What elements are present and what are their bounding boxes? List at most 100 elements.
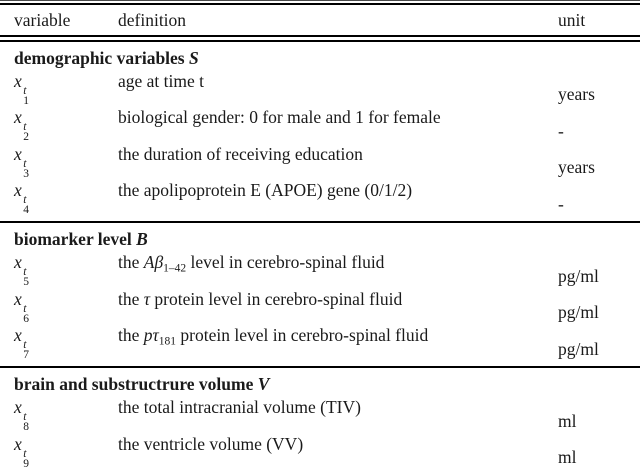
unit-cell: pg/ml — [558, 338, 640, 361]
variable-symbol: x — [14, 70, 22, 91]
definition-line: age at time t — [118, 70, 558, 93]
text-segment: the apolipoprotein E (APOE) gene (0/1/2) — [118, 180, 413, 201]
text-segment: the total intracranial volume (TIV) — [118, 397, 361, 418]
unit-cell: pg/ml — [558, 301, 640, 324]
header-divider-rule — [0, 34, 640, 42]
definition-line: the duration of receiving education — [118, 143, 558, 166]
text-segment: demographic variables — [14, 47, 189, 68]
text-segment: the — [118, 252, 144, 273]
variable-superscript: t — [23, 339, 27, 352]
variable-subscript: 2 — [23, 131, 30, 144]
section-title: demographic variables S — [0, 47, 640, 70]
text-segment: brain and substructrure volume — [14, 374, 258, 395]
text-segment: age at time t — [118, 70, 205, 91]
unit-cell: ml — [558, 446, 640, 467]
section-divider-rule — [0, 366, 640, 369]
unit-cell: ml — [558, 410, 640, 433]
text-segment: the — [118, 325, 144, 346]
text-segment: pτ — [143, 325, 159, 346]
text-segment: level in cerebro-spinal fluid — [186, 252, 385, 273]
text-segment: protein level in cerebro-spinal fluid — [150, 288, 403, 309]
definition-cell: the τ protein level in cerebro-spinal fl… — [118, 288, 558, 325]
text-segment: V — [257, 374, 270, 395]
definition-cell: the pτ181 protein level in cerebro-spina… — [118, 324, 558, 361]
text-segment: ml — [558, 447, 577, 467]
section-title: brain and substructrure volume V — [0, 373, 640, 396]
text-segment: biological gender: 0 for male and 1 for … — [118, 107, 441, 128]
text-segment: S — [189, 47, 199, 68]
variable-subscript: 8 — [23, 421, 30, 434]
variable-symbol: x — [14, 107, 22, 128]
variable-symbol: x — [14, 325, 22, 346]
variable-subscript: 5 — [23, 276, 30, 289]
variable-subscript: 9 — [23, 457, 30, 467]
column-header-unit: unit — [558, 9, 586, 30]
variable-symbol: x — [14, 252, 22, 273]
variable-subscript: 4 — [23, 204, 30, 217]
definition-line: the Aβ1–42 level in cerebro-spinal fluid — [118, 251, 558, 281]
text-segment: Aβ — [143, 252, 164, 273]
variable-superscript: t — [23, 447, 27, 460]
definition-cell: the ventricle volume (VV) — [118, 433, 558, 467]
text-segment: the duration of receiving education — [118, 143, 363, 164]
text-segment: - — [558, 193, 564, 214]
column-header-variable: variable — [14, 9, 71, 30]
definition-cell: the duration of receiving education — [118, 143, 558, 180]
definition-line: the pτ181 protein level in cerebro-spina… — [118, 324, 558, 354]
text-segment: protein level in cerebro-spinal fluid — [176, 325, 429, 346]
variable-superscript: t — [23, 411, 27, 424]
variable-superscript: t — [23, 121, 27, 134]
definition-line: biological gender: 0 for male and 1 for … — [118, 106, 558, 129]
definition-line: the τ protein level in cerebro-spinal fl… — [118, 288, 558, 311]
unit-cell: - — [558, 120, 640, 143]
text-segment: pg/ml — [558, 265, 599, 286]
text-segment: years — [558, 84, 595, 105]
variable-subscript: 3 — [23, 167, 30, 180]
definition-cell: biological gender: 0 for male and 1 for … — [118, 106, 558, 143]
variable-symbol: x — [14, 288, 22, 309]
text-segment: 181 — [158, 335, 177, 348]
variable-superscript: t — [23, 266, 27, 279]
definition-line: the apolipoprotein E (APOE) gene (0/1/2) — [118, 179, 558, 202]
definition-line: the ventricle volume (VV) — [118, 433, 558, 456]
section-title: biomarker level B — [0, 228, 640, 251]
text-segment: ml — [558, 410, 577, 431]
definition-cell: age at time t — [118, 70, 558, 107]
variable-superscript: t — [23, 302, 27, 315]
variable-superscript: t — [23, 84, 27, 97]
text-segment: the ventricle volume (VV) — [118, 433, 304, 454]
text-segment: τ — [143, 288, 151, 309]
variable-symbol: x — [14, 180, 22, 201]
table-top-rule — [0, 0, 640, 5]
variable-superscript: t — [23, 194, 27, 207]
text-segment: pg/ml — [558, 302, 599, 323]
text-segment: biomarker level — [14, 229, 137, 250]
variable-superscript: t — [23, 157, 27, 170]
definition-cell: the apolipoprotein E (APOE) gene (0/1/2) — [118, 179, 558, 216]
